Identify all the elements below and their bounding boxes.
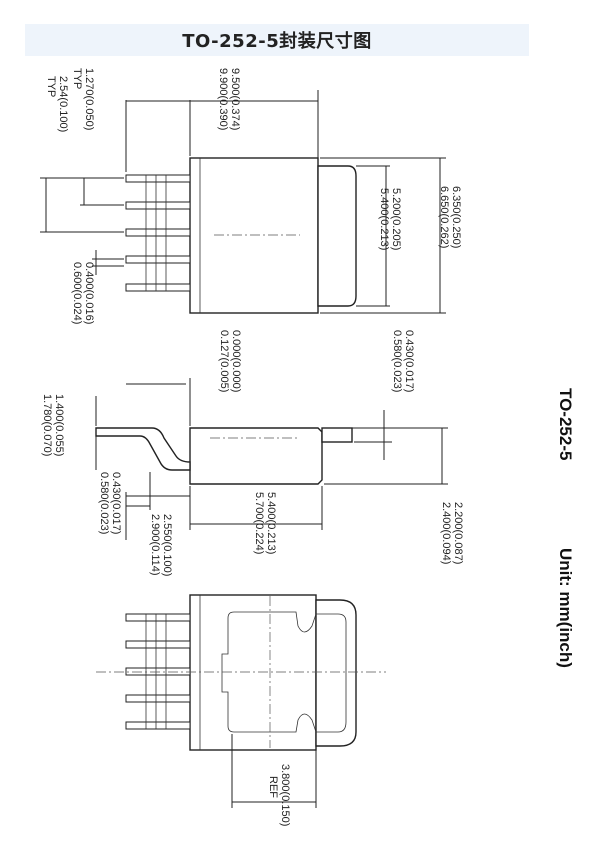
dim-standoff-1: 0.000(0.000) [230,330,242,392]
dim-foot-1: 2.550(0.100) [161,514,173,576]
dim-tab-t-1: 0.430(0.017) [403,330,415,392]
top-pins [125,174,191,292]
side-lead [95,427,191,471]
top-pin [125,255,191,264]
bottom-pad-outline [221,611,347,733]
side-view [95,378,448,540]
dim-body-len-2: 5.700(0.224) [253,492,265,554]
dim-tab-t-2: 0.580(0.023) [391,330,403,392]
bottom-body [189,594,317,751]
top-tab [317,165,357,307]
dim-span-2: TYP [45,76,57,97]
top-body [189,157,319,314]
page-title: TO-252-5封装尺寸图 [182,31,372,52]
dimension-labels: 1.270(0.050) TYP 2.54(0.100) TYP 9.500(0… [41,68,464,826]
dim-length-1: 9.500(0.374) [229,68,241,130]
bottom-pin [125,694,191,703]
dim-height-1: 2.200(0.087) [452,502,464,564]
bottom-pin [125,613,191,622]
package-label: TO-252-5 [556,388,575,460]
top-pin [125,201,191,210]
dim-body-len-1: 5.400(0.213) [265,492,277,554]
title-bar: TO-252-5封装尺寸图 [25,24,529,56]
dim-pad-2: REF [267,776,279,798]
dim-pitch-1: 1.270(0.050) [83,68,95,130]
dim-lead-len-1: 1.400(0.055) [53,394,65,456]
dim-lead-len-2: 1.780(0.070) [41,394,53,456]
dim-standoff-2: 0.127(0.005) [218,330,230,392]
dim-body-w-2: 6.650(0.262) [438,186,450,248]
bottom-pins [125,613,191,730]
side-tab [321,427,353,443]
dim-lead-t-1: 0.430(0.017) [110,472,122,534]
dim-lead-w-2: 0.600(0.024) [71,262,83,324]
dim-foot-2: 2.900(0.114) [149,514,161,576]
bottom-pin [125,667,191,676]
side-body [189,427,323,485]
bottom-pin [125,640,191,649]
top-view [40,90,446,314]
dim-span-1: 2.54(0.100) [57,76,69,132]
bottom-view [96,594,386,808]
unit-label: Unit: mm(inch) [556,548,575,668]
dim-height-2: 2.400(0.094) [440,502,452,564]
dim-body-w-1: 6.350(0.250) [450,186,462,248]
dim-lead-w-1: 0.400(0.016) [83,262,95,324]
dim-pad-1: 3.800(0.150) [279,764,291,826]
dim-pitch-2: TYP [71,68,83,89]
top-pin [125,283,191,292]
dim-tab-w-1: 5.200(0.205) [390,188,402,250]
dim-lead-t-2: 0.580(0.023) [98,472,110,534]
bottom-pad [315,599,357,747]
bottom-pin [125,721,191,730]
top-pin [125,228,191,237]
dim-length-2: 9.900(0.390) [217,68,229,130]
dim-tab-w-2: 5.400(0.213) [378,188,390,250]
top-pin [125,174,191,183]
